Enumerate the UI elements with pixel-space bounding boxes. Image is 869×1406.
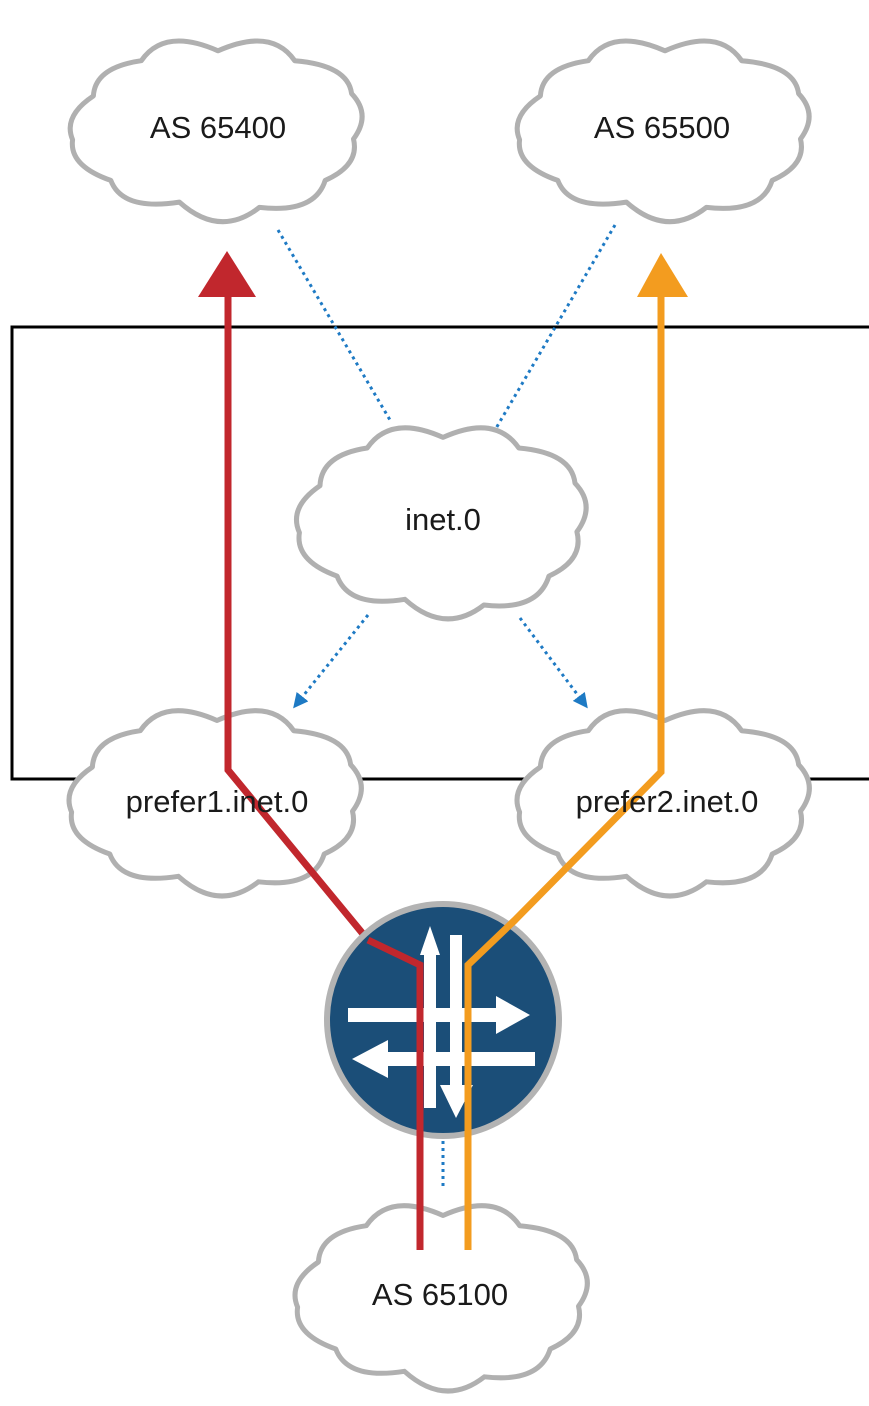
cloud-prefer2 [514,708,812,899]
router-icon [324,901,562,1139]
label-inet0: inet.0 [405,502,481,537]
path-to-as65400-overlay [366,936,424,1250]
arrowhead-as65500 [637,253,688,297]
clouds-layer [66,38,812,1394]
cloud-as65500 [514,38,812,225]
label-as65400: AS 65400 [150,110,286,145]
label-as65100: AS 65100 [372,1277,508,1312]
path-to-as65500-overlay [464,917,518,1250]
label-prefer1: prefer1.inet.0 [126,784,309,819]
routing-instance-frame [10,325,869,781]
cloud-inet0 [293,425,589,622]
cloud-prefer1 [66,708,364,899]
label-as65500: AS 65500 [594,110,730,145]
cloud-as65100 [292,1203,590,1394]
link-inet0-prefer1 [293,614,370,709]
cloud-as65400 [67,38,365,225]
link-inet0-prefer2 [518,617,588,709]
label-prefer2: prefer2.inet.0 [576,784,759,819]
arrowhead-as65400 [198,251,256,297]
link-as65400-inet0 [276,229,392,421]
link-as65500-inet0 [493,224,617,431]
